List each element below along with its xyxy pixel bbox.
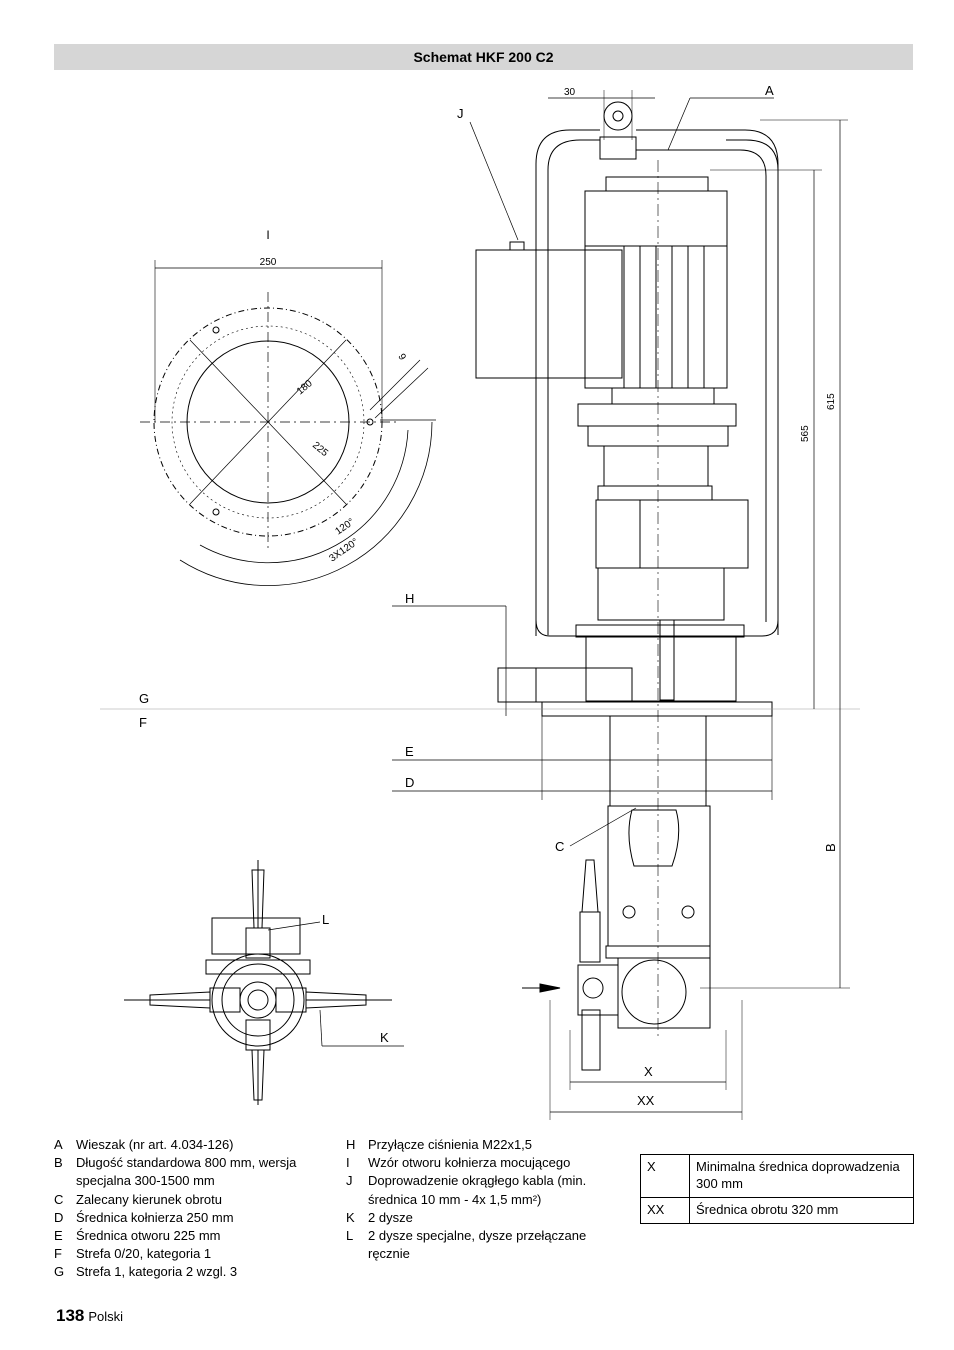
label-l: L [322, 912, 329, 927]
label-c: C [555, 839, 564, 854]
dim-225: 225 [310, 440, 330, 459]
flange-pattern-view [140, 260, 436, 586]
label-a: A [765, 83, 774, 98]
dim-250: 250 [260, 257, 277, 268]
nozzle-head-view [124, 860, 392, 1105]
page-number: 138 [56, 1306, 85, 1325]
label-d: D [405, 775, 414, 790]
title-bar: Schemat HKF 200 C2 [54, 44, 913, 70]
label-x: X [644, 1064, 653, 1079]
table-row: X Minimalna średnica doprowadzenia 300 m… [640, 1154, 914, 1198]
label-j: J [457, 106, 464, 121]
table-cell-text: Średnica obrotu 320 mm [689, 1197, 914, 1224]
label-g: G [139, 691, 149, 706]
page-title: Schemat HKF 200 C2 [413, 49, 554, 65]
dim-565: 565 [800, 425, 811, 442]
label-h: H [405, 591, 414, 606]
dim-615: 615 [826, 393, 837, 410]
table-cell-key: XX [640, 1197, 690, 1224]
label-e: E [405, 744, 414, 759]
table-cell-text: Minimalna średnica doprowadzenia 300 mm [689, 1154, 914, 1198]
footer-language: Polski [88, 1309, 124, 1324]
dim-180: 180 [295, 378, 315, 397]
dimensions-table: X Minimalna średnica doprowadzenia 300 m… [640, 1154, 914, 1224]
label-k: K [380, 1030, 389, 1045]
machine-side-view [475, 101, 779, 1071]
label-b: B [823, 843, 838, 852]
dim-30: 30 [564, 87, 576, 98]
label-xx: XX [637, 1093, 655, 1108]
table-cell-key: X [640, 1154, 690, 1198]
dim-9: 9 [395, 352, 408, 363]
label-f: F [139, 715, 147, 730]
label-i: I [266, 228, 269, 242]
table-row: XX Średnica obrotu 320 mm [640, 1197, 914, 1224]
